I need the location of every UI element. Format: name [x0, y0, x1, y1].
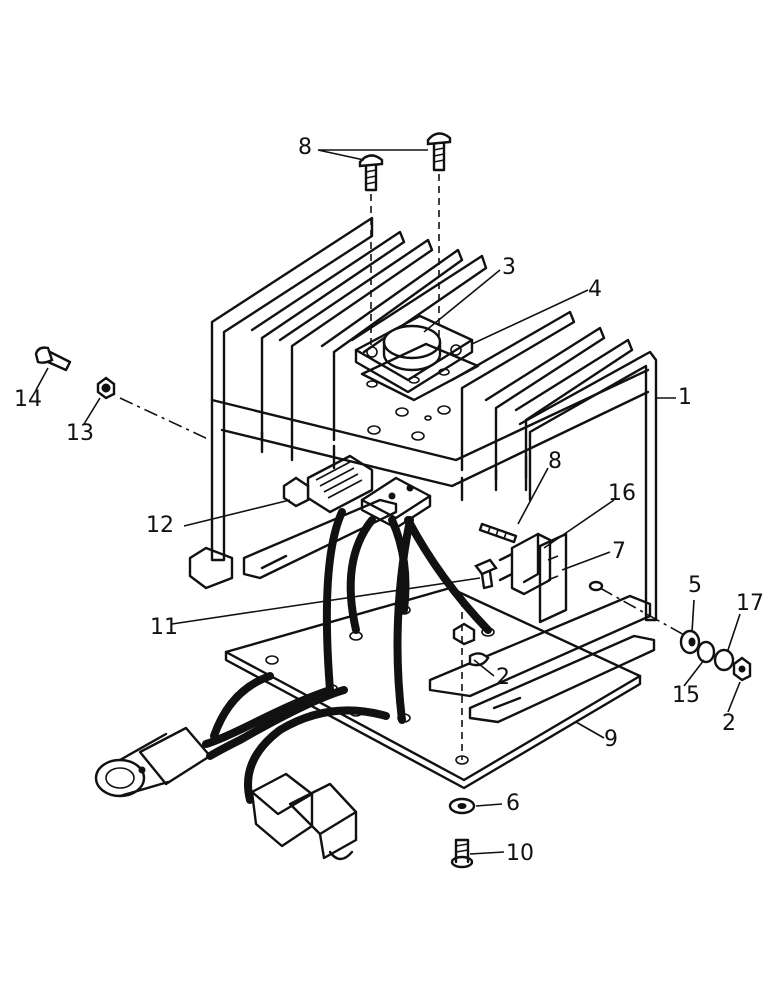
callout-7: 7: [612, 539, 626, 564]
rectifier-12: [282, 454, 374, 514]
callout-17: 17: [736, 591, 764, 616]
callouts: 8 3 4 1 14 13 8 16 12 7 11 5 17 2 15 2 9…: [14, 135, 764, 866]
heat-sink: [188, 216, 658, 724]
callout-5: 5: [688, 573, 702, 598]
rect-connector: [250, 772, 358, 861]
callout-8-top: 8: [298, 135, 312, 160]
callout-12: 12: [146, 513, 174, 538]
screw-8-lower: [478, 522, 518, 544]
callout-14: 14: [14, 387, 42, 412]
nut-2-plate: [452, 600, 490, 760]
callout-15: 15: [672, 683, 700, 708]
mounting-holes: [367, 405, 451, 441]
screw-11: [474, 558, 498, 590]
transistor-3: [354, 314, 474, 394]
callout-9: 9: [604, 727, 618, 752]
callout-1: 1: [678, 385, 692, 410]
screw-14-nut-13: [34, 346, 211, 441]
side-hardware: [588, 580, 752, 682]
callout-8-lower: 8: [548, 449, 562, 474]
round-connector: [94, 726, 212, 798]
callout-11: 11: [150, 615, 178, 640]
screws-8-top: [358, 132, 452, 350]
leader-lines: [35, 149, 741, 855]
callout-16: 16: [608, 481, 636, 506]
washer-6: [448, 797, 476, 815]
callout-13: 13: [66, 421, 94, 446]
insulator-4: [360, 342, 480, 402]
callout-2-right: 2: [722, 711, 736, 736]
callout-3: 3: [502, 255, 516, 280]
callout-2-center: 2: [496, 665, 510, 690]
screw-10: [450, 838, 474, 869]
relay-16: [498, 532, 552, 596]
mounting-plate-9: [224, 586, 642, 790]
callout-6: 6: [506, 791, 520, 816]
callout-4: 4: [588, 277, 602, 302]
callout-10: 10: [506, 841, 534, 866]
